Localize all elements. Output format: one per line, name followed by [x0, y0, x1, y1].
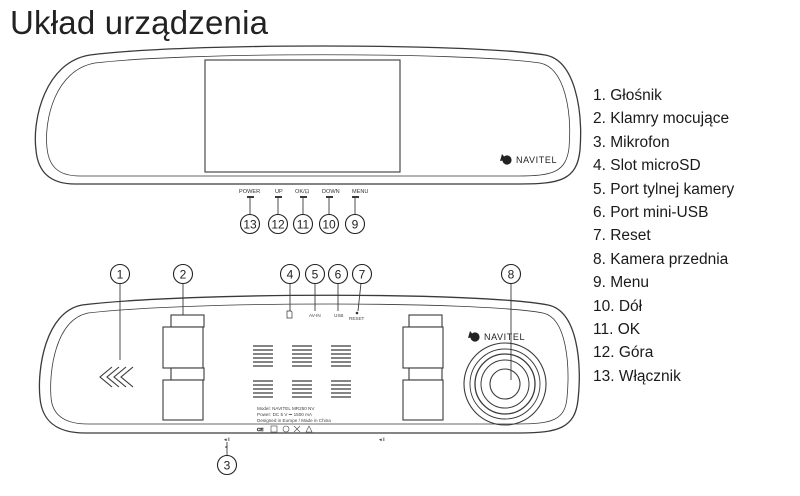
- callout-13: 13: [239, 213, 261, 235]
- callout-3: 3: [216, 454, 238, 476]
- button-label-power: POWER: [239, 189, 260, 195]
- product-label: Model: NAVITEL MR250 NV Power: DC 5 V ⎓ …: [257, 406, 331, 433]
- legend-item-mount-clamps: 2. Klamry mocujące: [593, 110, 730, 128]
- callout-1: 1: [109, 263, 131, 285]
- left-mounting-clamp: [162, 314, 205, 421]
- svg-text:◄Ⅱ: ◄Ⅱ: [378, 437, 385, 442]
- callout-5: 5: [304, 263, 326, 285]
- legend-item-front-camera: 8. Kamera przednia: [593, 250, 729, 268]
- navitel-logo-icon: [468, 331, 480, 342]
- port-label-usb: USB: [334, 313, 343, 318]
- callout-2: 2: [172, 263, 194, 285]
- front-mirror-inner-edge: [46, 54, 570, 177]
- navitel-logo-icon: [500, 154, 512, 165]
- vent-block-bottom-middle: [292, 380, 312, 398]
- svg-text:13: 13: [243, 218, 257, 232]
- back-view: [38, 294, 580, 434]
- callout-6: 6: [327, 263, 349, 285]
- legend-item-speaker: 1. Głośnik: [593, 87, 662, 104]
- back-brand-text: NAVITEL: [484, 332, 525, 342]
- front-button-labels: POWER UP OK/⊡ DOWN MENU: [239, 189, 368, 195]
- label-line-origin: Designed in Europe / Made in China: [257, 418, 331, 423]
- svg-text:2: 2: [180, 268, 187, 282]
- vent-block-top-right: [331, 345, 351, 367]
- label-line-power: Power: DC 5 V ⎓ 1500 mA: [257, 412, 313, 417]
- svg-text:3: 3: [224, 459, 231, 473]
- svg-text:11: 11: [297, 218, 310, 232]
- front-buttons: [247, 196, 359, 198]
- front-display-screen: [204, 59, 401, 173]
- svg-text:10: 10: [322, 218, 336, 232]
- page-title: Układ urządzenia: [10, 4, 269, 41]
- back-callout-leaders: [119, 282, 512, 455]
- front-view: [34, 45, 582, 185]
- vent-block-top-left: [253, 345, 273, 367]
- top-ports: AV-IN USB RESET: [286, 310, 365, 321]
- button-label-up: UP: [275, 189, 283, 195]
- port-label-reset: RESET: [349, 316, 365, 321]
- reset-hole: [355, 311, 359, 315]
- svg-text:4: 4: [287, 268, 294, 282]
- svg-text:◄Ⅱ: ◄Ⅱ: [223, 437, 230, 442]
- legend-item-microphone: 3. Mikrofon: [593, 133, 670, 151]
- svg-text:1: 1: [117, 268, 124, 282]
- front-brand-text: NAVITEL: [516, 155, 557, 165]
- callout-11: 11: [292, 213, 314, 235]
- back-callouts: 1 2 4 5 6 7 8 3: [109, 263, 522, 476]
- microphone-holes: ◄Ⅱ ◄Ⅱ: [223, 437, 385, 448]
- legend-item-rear-camera-port: 5. Port tylnej kamery: [593, 180, 735, 198]
- vent-grid: [253, 345, 351, 398]
- legend-item-down: 10. Dół: [593, 297, 643, 315]
- front-camera-lens: [463, 342, 547, 426]
- button-label-ok: OK/⊡: [295, 189, 310, 195]
- speaker-chevrons-icon: [99, 366, 134, 388]
- svg-text:5: 5: [312, 268, 319, 282]
- front-navitel-logo: NAVITEL: [500, 154, 557, 165]
- svg-text:12: 12: [271, 218, 285, 232]
- right-mounting-clamp: [402, 314, 444, 421]
- back-navitel-logo: NAVITEL: [468, 331, 525, 342]
- legend-item-up: 12. Góra: [593, 344, 654, 362]
- svg-text:9: 9: [352, 218, 359, 232]
- legend-item-mini-usb-port: 6. Port mini-USB: [593, 204, 709, 222]
- svg-text:7: 7: [359, 268, 366, 282]
- callout-8: 8: [500, 263, 522, 285]
- legend-item-microsd-slot: 4. Slot microSD: [593, 157, 701, 175]
- button-label-menu: MENU: [352, 189, 368, 195]
- vent-block-top-middle: [292, 345, 312, 367]
- svg-text:8: 8: [508, 268, 515, 282]
- callout-12: 12: [267, 213, 289, 235]
- vent-block-bottom-right: [331, 380, 351, 398]
- microsd-icon: [286, 310, 293, 319]
- front-callouts: 13 12 11 10 9: [239, 213, 366, 235]
- port-label-avin: AV-IN: [309, 313, 321, 318]
- back-mirror-inner-edge: [50, 303, 569, 425]
- callout-7: 7: [351, 263, 373, 285]
- legend-item-ok: 11. OK: [593, 321, 641, 339]
- legend-item-menu: 9. Menu: [593, 274, 650, 292]
- back-mirror-body: [38, 294, 580, 434]
- certification-icons: CE: [257, 425, 313, 433]
- svg-text:CE: CE: [257, 427, 263, 432]
- label-line-model: Model: NAVITEL MR250 NV: [257, 406, 315, 411]
- front-mirror-body: [34, 45, 582, 185]
- callout-9: 9: [344, 213, 366, 235]
- parts-legend: 1. Głośnik 2. Klamry mocujące 3. Mikrofo…: [593, 84, 734, 388]
- svg-text:6: 6: [335, 268, 342, 282]
- front-callout-leaders: [249, 198, 356, 214]
- legend-item-power: 13. Włącznik: [593, 367, 681, 385]
- legend-item-reset: 7. Reset: [593, 227, 651, 245]
- callout-4: 4: [279, 263, 301, 285]
- vent-block-bottom-left: [253, 380, 273, 398]
- callout-10: 10: [318, 213, 340, 235]
- button-label-down: DOWN: [322, 189, 340, 195]
